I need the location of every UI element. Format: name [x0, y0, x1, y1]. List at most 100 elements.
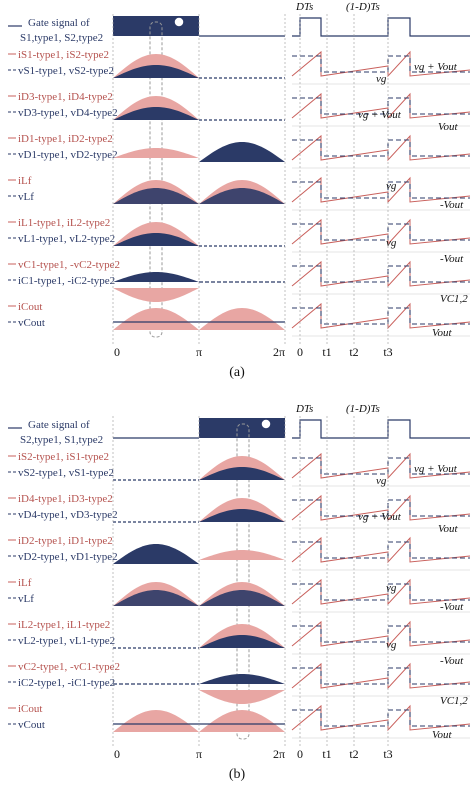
annotation-4: vg [386, 582, 397, 594]
wave-fill-2a [199, 550, 285, 560]
row-label-blue-4: vL1-type1, vL2-type2 [18, 233, 115, 245]
wave-fill-3d [199, 188, 285, 204]
wave-fill-3b [113, 188, 199, 204]
timing-blue-6 [292, 307, 470, 325]
wave-fill-6b [199, 308, 285, 330]
row-label-blue-5: iC1-type1, -iC2-type2 [18, 275, 115, 287]
row-label-blue-4: vL2-type1, vL1-type2 [18, 635, 115, 647]
annotation-8: VC1,2 [440, 695, 468, 707]
row-label-blue-3: vLf [18, 191, 34, 203]
wave-fill-6a [113, 308, 199, 330]
gate-label-line1: Gate signal of [28, 419, 90, 431]
timing-blue-4 [292, 223, 470, 241]
row-label-blue-1: vD4-type1, vD3-type2 [18, 509, 118, 521]
x-tick-1: π [196, 345, 202, 359]
annotation-1: vg + Vout [414, 61, 458, 73]
duty-label: DTs [295, 1, 313, 13]
wave-fill-b-4 [113, 233, 199, 246]
t-tick-2: t2 [349, 345, 358, 359]
wave-fill-b-0 [113, 65, 199, 78]
off-label: (1-D)Ts [346, 403, 380, 415]
wave-fill-5 [199, 674, 285, 684]
x-tick-0: 0 [114, 345, 120, 359]
gate-pwm-block [199, 418, 285, 438]
row-label-blue-3: vLf [18, 593, 34, 605]
wave-fill-r-5 [199, 690, 285, 704]
t-tick-3: t3 [383, 345, 392, 359]
t-tick-1: t1 [322, 747, 331, 761]
gate-pwm-block [113, 16, 199, 36]
wave-fill-6b [199, 710, 285, 732]
annotation-4: vg [386, 180, 397, 192]
row-label-blue-2: vD1-type1, vD2-type2 [18, 149, 118, 161]
x-tick-1: π [196, 747, 202, 761]
row-label-red-3: iLf [18, 175, 32, 187]
zoom-icon [260, 418, 275, 433]
gate-label-line2: S2,type1, S1,type2 [20, 434, 103, 446]
t-tick-1: t1 [322, 345, 331, 359]
timing-blue-3 [292, 181, 470, 199]
row-label-red-6: iCout [18, 703, 42, 715]
panel-caption: (a) [229, 365, 245, 380]
timing-blue-4 [292, 625, 470, 643]
wave-fill-3d [199, 590, 285, 606]
off-label: (1-D)Ts [346, 1, 380, 13]
row-label-red-1: iD4-type1, iD3-type2 [18, 493, 113, 505]
gate-label-line1: Gate signal of [28, 17, 90, 29]
row-label-red-2: iD1-type1, iD2-type2 [18, 133, 113, 145]
annotation-7: -Vout [440, 253, 464, 265]
row-label-blue-0: vS2-type1, vS1-type2 [18, 467, 114, 479]
row-label-blue-0: vS1-type1, vS2-type2 [18, 65, 114, 77]
row-label-red-5: vC1-type1, -vC2-type2 [18, 259, 120, 271]
x-tick-2: 2π [273, 747, 285, 761]
x-tick-2: 2π [273, 345, 285, 359]
row-label-blue-5: iC2-type1, -iC1-type2 [18, 677, 115, 689]
annotation-0: vg [376, 73, 387, 85]
annotation-3: Vout [438, 121, 459, 133]
timing-blue-2 [292, 139, 470, 157]
row-label-red-0: iS2-type1, iS1-type2 [18, 451, 109, 463]
annotation-1: vg + Vout [414, 463, 458, 475]
timing-blue-6 [292, 709, 470, 727]
row-label-red-2: iD2-type1, iD1-type2 [18, 535, 113, 547]
annotation-2: vg + Vout [358, 511, 402, 523]
timing-blue-5 [292, 265, 470, 283]
row-label-blue-6: vCout [18, 719, 45, 731]
wave-fill-b-1 [199, 509, 285, 522]
timing-blue-0 [292, 55, 470, 73]
row-label-blue-1: vD3-type1, vD4-type2 [18, 107, 118, 119]
zoom-window [236, 423, 250, 740]
annotation-3: Vout [438, 523, 459, 535]
annotation-6: vg [386, 237, 397, 249]
annotation-2: vg + Vout [358, 109, 402, 121]
annotation-0: vg [376, 475, 387, 487]
wave-fill-2b [199, 142, 285, 162]
gate-label-line2: S1,type1, S2,type2 [20, 32, 103, 44]
timing-blue-5 [292, 667, 470, 685]
timing-blue-2 [292, 541, 470, 559]
t-tick-0: 0 [297, 345, 303, 359]
annotation-9: Vout [432, 729, 453, 741]
wave-fill-r-5 [113, 288, 199, 302]
zoom-window [149, 21, 163, 338]
row-label-red-0: iS1-type1, iS2-type2 [18, 49, 109, 61]
row-label-blue-2: vD2-type1, vD1-type2 [18, 551, 118, 563]
wave-fill-2a [113, 148, 199, 158]
row-label-blue-6: vCout [18, 317, 45, 329]
duty-label: DTs [295, 403, 313, 415]
wave-fill-b-1 [113, 107, 199, 120]
wave-fill-5 [113, 272, 199, 282]
zoom-icon [173, 16, 188, 31]
annotation-8: VC1,2 [440, 293, 468, 305]
annotation-9: Vout [432, 327, 453, 339]
annotation-6: vg [386, 639, 397, 651]
t-tick-3: t3 [383, 747, 392, 761]
gate-timing [292, 17, 470, 37]
annotation-5: -Vout [440, 199, 464, 211]
gate-timing [292, 419, 470, 439]
row-label-red-6: iCout [18, 301, 42, 313]
annotation-5: -Vout [440, 601, 464, 613]
annotation-7: -Vout [440, 655, 464, 667]
